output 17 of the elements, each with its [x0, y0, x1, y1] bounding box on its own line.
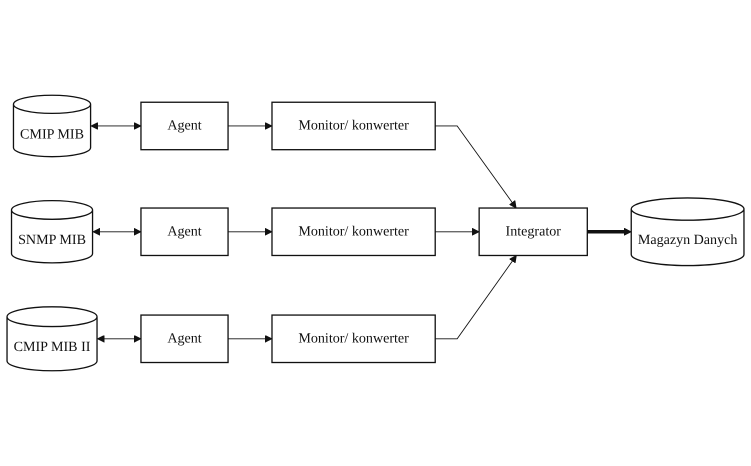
node-box: Integrator [478, 207, 588, 256]
arrow [90, 122, 142, 130]
arrow [434, 126, 517, 208]
node-box: Agent [140, 314, 229, 364]
arrow [97, 334, 142, 343]
arrow [434, 228, 480, 236]
arrow [587, 228, 632, 236]
node-box: Monitor/ konwerter [271, 207, 436, 256]
arrow [228, 228, 272, 236]
arrow [92, 228, 142, 236]
arrow [228, 122, 272, 130]
node-box: Agent [140, 207, 229, 256]
arrow [434, 255, 517, 340]
node-box: Agent [140, 102, 229, 150]
arrow [228, 334, 272, 343]
node-box: Monitor/ konwerter [271, 314, 436, 364]
node-box: Monitor/ konwerter [271, 102, 436, 150]
